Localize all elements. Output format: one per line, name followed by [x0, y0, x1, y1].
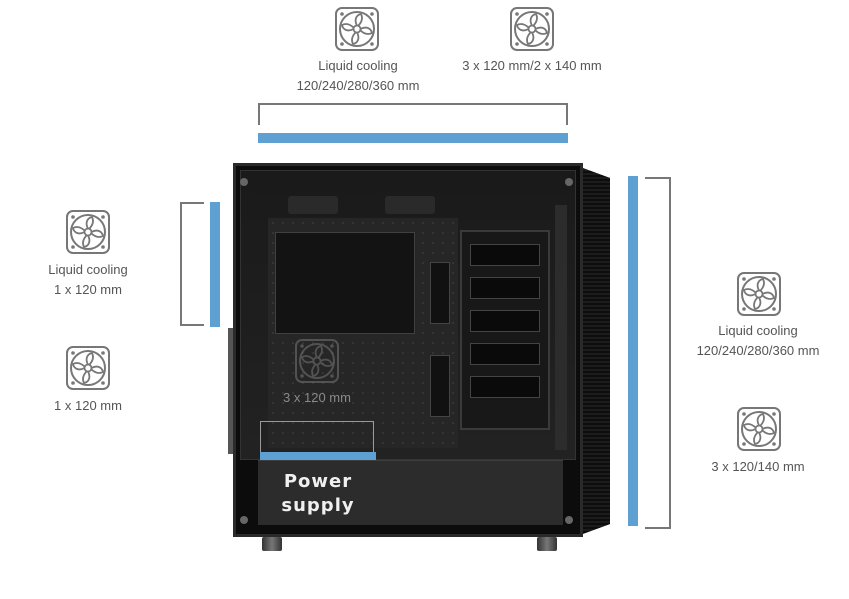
top-left-label-1: Liquid cooling	[318, 58, 398, 73]
screw	[565, 516, 573, 524]
fan-icon	[509, 6, 555, 52]
psu-bracket	[260, 421, 374, 452]
cable-cutout	[430, 262, 450, 324]
screw	[240, 178, 248, 186]
drive-slot	[470, 376, 540, 398]
drive-cage	[460, 230, 550, 430]
left-top-label-1: Liquid cooling	[48, 262, 128, 277]
drive-slot	[470, 343, 540, 365]
right-bottom-label: 3 x 120/140 mm	[711, 459, 805, 474]
psu-shroud	[258, 460, 563, 525]
front-fan-rail	[555, 205, 567, 450]
fan-icon	[65, 345, 111, 391]
psu-label: Power supply	[281, 470, 354, 518]
top-bracket	[258, 103, 568, 125]
inner-label: 3 x 120 mm	[283, 390, 351, 405]
grommet	[385, 196, 435, 214]
cpu-cutout	[275, 232, 415, 334]
psu-mount-bar	[260, 452, 376, 461]
right-top-label-2: 120/240/280/360 mm	[696, 343, 820, 358]
top-right-label: 3 x 120 mm/2 x 140 mm	[462, 58, 602, 73]
case-foot	[537, 537, 557, 551]
left-mount-bar	[210, 202, 220, 327]
right-top-label-1: Liquid cooling	[718, 323, 798, 338]
cable-cutout	[430, 355, 450, 417]
grommet	[288, 196, 338, 214]
left-bottom-label: 1 x 120 mm	[54, 398, 122, 413]
right-bracket	[645, 177, 671, 529]
left-top-label-2: 1 x 120 mm	[54, 282, 122, 297]
case-foot	[262, 537, 282, 551]
top-left-label-2: 120/240/280/360 mm	[296, 78, 420, 93]
case-front-mesh	[580, 167, 610, 535]
fan-icon	[334, 6, 380, 52]
psu-label-line-1: Power	[283, 471, 353, 492]
fan-icon	[65, 209, 111, 255]
psu-label-line-2: supply	[281, 495, 355, 516]
screw	[565, 178, 573, 186]
drive-slot	[470, 310, 540, 332]
fan-icon	[294, 338, 340, 384]
drive-slot	[470, 277, 540, 299]
left-bracket	[180, 202, 204, 326]
drive-slot	[470, 244, 540, 266]
fan-icon	[736, 406, 782, 452]
fan-icon	[736, 271, 782, 317]
front-mount-bar	[628, 176, 638, 526]
top-mount-bar	[258, 133, 568, 143]
screw	[240, 516, 248, 524]
